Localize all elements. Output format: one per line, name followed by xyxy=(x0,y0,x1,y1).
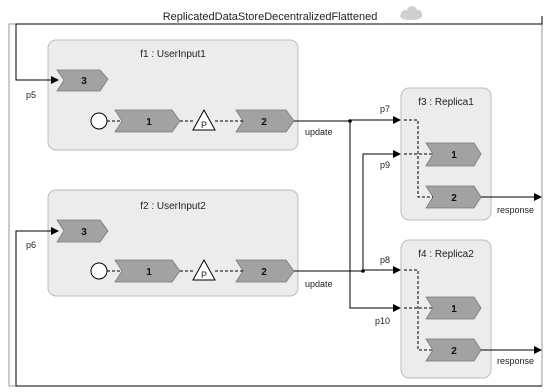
wires xyxy=(15,16,543,387)
block-f2-box xyxy=(47,189,299,297)
f1-port-label: p5 xyxy=(26,90,36,100)
f1-start-circle xyxy=(90,112,108,130)
block-f2[interactable]: f2 : UserInput2 3 1 P 2 update xyxy=(47,189,333,297)
block-f1[interactable]: f1 : UserInput1 3 1 P 2 update xyxy=(47,39,333,151)
f1-chevron-1[interactable] xyxy=(114,109,181,133)
f2-chevron-1-number: 1 xyxy=(146,267,152,278)
f4-chevron-1[interactable] xyxy=(425,296,482,320)
f1-output-label: update xyxy=(305,127,333,137)
f2-input-number: 3 xyxy=(81,227,87,238)
f4-port-top-label: p8 xyxy=(380,255,390,265)
block-f4-title: f4 : Replica2 xyxy=(418,249,474,260)
diagram-title: ReplicatedDataStoreDecentralizedFlattene… xyxy=(163,11,378,23)
f2-chevron-1[interactable] xyxy=(114,259,181,283)
f2-start-circle xyxy=(90,262,108,280)
f3-chevron-1-number: 1 xyxy=(451,150,457,161)
cloud-icon xyxy=(400,6,422,20)
block-f3-title: f3 : Replica1 xyxy=(418,97,474,108)
f2-input-chevron[interactable] xyxy=(56,219,109,243)
f1-chevron-1-number: 1 xyxy=(146,117,152,128)
block-f4[interactable]: f4 : Replica2 1 2 p8 p10 response xyxy=(375,239,534,379)
f3-chevron-2-number: 2 xyxy=(451,193,457,204)
f3-output-label: response xyxy=(497,205,534,215)
f1-input-chevron[interactable] xyxy=(56,69,109,92)
f3-port-top-label: p7 xyxy=(380,104,390,114)
f3-chevron-1[interactable] xyxy=(425,142,482,167)
f2-p-label: P xyxy=(201,270,207,280)
block-f2-title: f2 : UserInput2 xyxy=(140,201,206,212)
f2-chevron-2-number: 2 xyxy=(261,267,267,278)
block-f1-box xyxy=(47,39,299,151)
block-f3[interactable]: f3 : Replica1 1 2 p7 p9 response xyxy=(380,87,534,221)
f4-chevron-1-number: 1 xyxy=(451,304,457,315)
f4-chevron-2[interactable] xyxy=(425,338,482,362)
f1-chevron-2-number: 2 xyxy=(261,117,267,128)
f4-port-bottom-label: p10 xyxy=(375,316,390,326)
block-f1-title: f1 : UserInput1 xyxy=(140,49,206,60)
f2-output-label: update xyxy=(305,279,333,289)
f1-p-triangle xyxy=(192,108,216,131)
f1-p-label: P xyxy=(201,120,207,130)
f2-p-triangle xyxy=(192,258,216,281)
f2-port-label: p6 xyxy=(26,240,36,250)
f4-output-label: response xyxy=(497,356,534,366)
f4-chevron-2-number: 2 xyxy=(451,346,457,357)
f3-port-bottom-label: p9 xyxy=(380,160,390,170)
internal-flows xyxy=(107,119,433,351)
f1-input-number: 3 xyxy=(81,76,87,87)
